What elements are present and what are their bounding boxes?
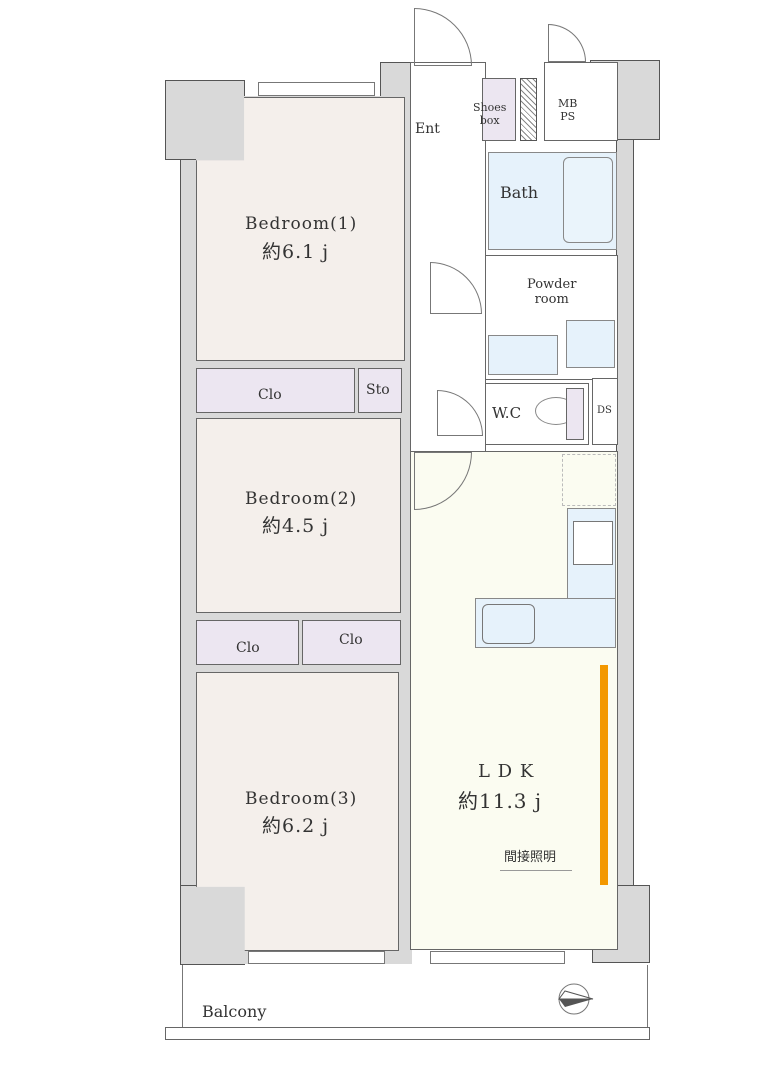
bathtub bbox=[563, 157, 613, 243]
bedroom-2 bbox=[196, 418, 401, 613]
ldk-name: L D K bbox=[478, 761, 535, 782]
closet-2[interactable] bbox=[196, 620, 299, 665]
closet-1[interactable] bbox=[196, 368, 355, 413]
duct-space bbox=[592, 378, 618, 445]
bedroom-2-name: Bedroom(2) bbox=[245, 489, 358, 509]
ldk-size: 約11.3 j bbox=[458, 789, 543, 813]
north-arrow-icon bbox=[557, 982, 595, 1016]
wall-top-center bbox=[380, 62, 412, 98]
indirect-light-leader bbox=[500, 870, 572, 871]
duct-space-label: DS bbox=[597, 405, 612, 416]
entrance-door[interactable] bbox=[414, 8, 472, 66]
window-bedroom-1 bbox=[258, 82, 375, 96]
meter-box-label: MB PS bbox=[558, 97, 578, 123]
shoes-box-label: Shoes box bbox=[473, 101, 507, 127]
washbasin bbox=[488, 335, 558, 375]
bedroom-2-size: 約4.5 j bbox=[262, 515, 330, 537]
closet-3-label: Clo bbox=[339, 632, 363, 648]
closet-2-label: Clo bbox=[236, 640, 260, 656]
toilet-tank bbox=[566, 388, 584, 440]
stove-icon bbox=[573, 521, 613, 565]
wc-label: W.C bbox=[492, 404, 522, 422]
indirect-light-bar bbox=[600, 665, 608, 885]
pipe-shaft-hatch bbox=[520, 78, 537, 141]
sink-icon bbox=[482, 604, 535, 644]
meter-door[interactable] bbox=[548, 24, 586, 62]
balcony-rail bbox=[165, 1027, 650, 1040]
bedroom-3-size: 約6.2 j bbox=[262, 815, 330, 837]
storage[interactable] bbox=[358, 368, 402, 413]
window-bedroom-3 bbox=[248, 951, 385, 964]
shoes-box[interactable] bbox=[482, 78, 516, 141]
bath-label: Bath bbox=[500, 183, 539, 202]
indirect-light-label: 間接照明 bbox=[504, 850, 557, 865]
fridge-space bbox=[562, 454, 616, 506]
closet-3[interactable] bbox=[302, 620, 401, 665]
balcony-label: Balcony bbox=[202, 1002, 267, 1021]
entrance-label: Ent bbox=[415, 121, 440, 137]
outer-wall-right bbox=[616, 60, 634, 890]
bedroom-1-size: 約6.1 j bbox=[262, 241, 330, 263]
washing-machine bbox=[566, 320, 615, 368]
window-ldk bbox=[430, 951, 565, 964]
kitchen-counter-sink bbox=[475, 598, 616, 648]
powder-room-label: Powder room bbox=[527, 277, 577, 307]
bedroom-1-name: Bedroom(1) bbox=[245, 214, 358, 234]
bedroom-3-name: Bedroom(3) bbox=[245, 789, 358, 809]
hallway bbox=[410, 62, 486, 452]
meter-box bbox=[544, 62, 618, 141]
closet-1-label: Clo bbox=[258, 387, 282, 403]
storage-label: Sto bbox=[366, 382, 390, 398]
balcony bbox=[182, 965, 648, 1027]
